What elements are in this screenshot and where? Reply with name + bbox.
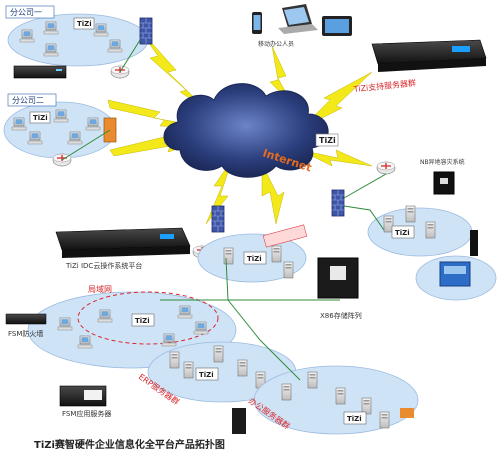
storage-array: X86存储阵列	[317, 257, 362, 320]
fsm-firewall: FSM防火墙	[5, 313, 47, 338]
cloud-platform-label: TiZi IDC云操作系统平台	[65, 261, 142, 270]
vm-cluster: TiZi	[197, 224, 308, 283]
link-lines	[61, 39, 387, 381]
cloud-platform: TiZi IDC云操作系统平台	[55, 205, 225, 270]
mobile-users: 移动办公人员	[252, 4, 352, 48]
tizi-logo-lan: TiZi	[135, 317, 150, 325]
storage-array-label: X86存储阵列	[320, 311, 362, 320]
tizi-logo-vm: TiZi	[247, 255, 262, 263]
tizi-logo-office: TiZi	[347, 415, 362, 423]
branch-office-2: 分公司二 TiZi	[3, 93, 117, 167]
fsm-firewall-label: FSM防火墙	[8, 329, 43, 338]
branch1-label: 分公司一	[10, 8, 42, 17]
tizi-logo-branch1: TiZi	[77, 20, 92, 28]
branch2-label: 分公司二	[12, 96, 44, 105]
nb-cluster-label: NB异地容灾系统	[420, 158, 465, 166]
branch-office-1: 分公司一 TiZi	[5, 5, 153, 67]
mobile-users-label: 移动办公人员	[258, 40, 294, 48]
support-server-cluster: TiZi支持服务器群	[352, 39, 487, 94]
nb-disaster-recovery: NB异地容灾系统 TiZi	[331, 158, 497, 301]
fsm-app-server-label: FSM应用服务器	[62, 409, 111, 418]
tizi-logo-nb: TiZi	[395, 229, 410, 237]
fsm-app-server: FSM应用服务器	[59, 385, 111, 418]
internet-cloud: Internet TiZi	[163, 83, 339, 178]
tizi-logo-branch2: TiZi	[33, 114, 48, 122]
branch1-rack-server	[13, 65, 67, 79]
diagram-caption: TiZi赛智硬件企业信息化全平台产品拓扑图	[34, 438, 225, 451]
lan-label: 局域网	[88, 284, 112, 294]
tizi-logo-cloud: TiZi	[319, 136, 336, 145]
tizi-logo-erp: TiZi	[199, 371, 214, 379]
